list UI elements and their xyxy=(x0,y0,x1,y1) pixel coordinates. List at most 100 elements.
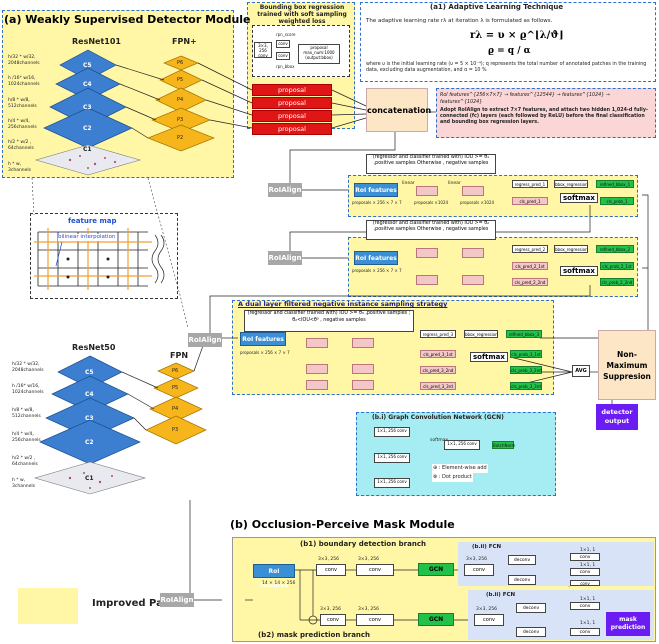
stage3-cls3: cls_pred_3_3rd xyxy=(420,382,456,390)
dual-layer-title: A dual layer filtered negative instance … xyxy=(238,300,448,308)
fcn1-deconv1: deconv xyxy=(508,555,536,565)
stage2-prob2: cls_prob_2_2nd xyxy=(600,278,634,286)
rpn-score: rpn_score xyxy=(276,32,296,37)
stage3-header: (regressor and classifier trained with) … xyxy=(244,310,414,332)
mask-prediction: mask prediction xyxy=(606,612,650,636)
c4-label: C4 xyxy=(83,81,92,88)
feature-map-label: feature map xyxy=(68,217,117,225)
gcn-legend2: ⊗ : Dot product xyxy=(432,473,473,482)
stage1-refined: refined_bbox_1 xyxy=(596,180,634,188)
mask-size: 14 × 14 × 256 xyxy=(262,581,296,586)
stage2-fc1 xyxy=(416,248,438,258)
fcn2-conv11-a: conv xyxy=(570,602,600,610)
adaptive-formula2: ϱ = q / α xyxy=(488,46,531,56)
proposal-4: proposal xyxy=(252,123,332,135)
fcn2-conv-label: 3×3, 256 xyxy=(476,607,497,612)
stage1-prop: proposals × 256 × 7 × 7 xyxy=(352,200,402,205)
stage2-cls1: cls_pred_2_1st xyxy=(512,262,548,270)
fcn2-c11-b: 1×1, 1 xyxy=(580,621,596,626)
stage-b-desc-5: h * w, 3channels xyxy=(12,478,36,489)
rpn-conv3: conv xyxy=(276,52,290,60)
resnet50-label: ResNet50 xyxy=(72,343,116,352)
fcn1-conv-label: 3×3, 256 xyxy=(466,557,487,562)
gcn-title: (b.i) Graph Convolution Network (GCN) xyxy=(372,414,504,421)
stage-b-desc-4: h/2 * w/2 , 64channels xyxy=(12,456,38,467)
stage-b-desc-2: h/8 * w/8, 512channels xyxy=(12,408,41,419)
stage1-fc2 xyxy=(462,186,484,196)
p5-label: P5 xyxy=(177,77,184,83)
stage2-prop: proposals × 256 × 7 × 7 xyxy=(352,268,402,273)
mask-conv-label4: 3×3, 256 xyxy=(358,607,379,612)
nms-box: Non-Maximum Suppresion xyxy=(598,330,656,400)
feature-map-frame xyxy=(30,213,178,299)
c1-label: C1 xyxy=(83,146,92,153)
stage2-refined: refined_bbox_2 xyxy=(596,245,634,253)
roialign-4: RoIAlign xyxy=(160,593,194,607)
mask-gcn1: GCN xyxy=(418,563,454,576)
gcn-conv3: 1×1, 256 conv xyxy=(374,478,410,488)
concatenation-box: concatenation xyxy=(366,88,431,132)
fcn2-conv: conv xyxy=(474,614,504,626)
proposal-3: proposal xyxy=(252,110,332,122)
c3b-label: C3 xyxy=(85,415,94,422)
rpn-conv1: 3×3, 256 conv xyxy=(254,42,272,58)
stage3-refined: refined_bbox_3 xyxy=(506,330,542,338)
stage2-cls2: cls_pred_2_2nd xyxy=(512,278,548,286)
p3-label: P3 xyxy=(177,117,184,123)
c5-label: C5 xyxy=(83,62,92,69)
mask-conv-label2: 3×3, 256 xyxy=(358,557,379,562)
section-a-title: (a) Weakly Supervised Detector Module xyxy=(4,13,251,26)
b2-title: (b2) mask prediction branch xyxy=(258,631,371,639)
c2b-label: C2 xyxy=(85,439,94,446)
stage1-p1024b: proposals ×1024 xyxy=(460,200,495,205)
stage2-header: (regressor and classifier trained with) … xyxy=(366,220,496,240)
p4b-label: P4 xyxy=(172,406,179,412)
gcn-conv4: 1×1, 256 conv xyxy=(444,440,480,450)
stage1-softmax: softmax xyxy=(560,193,598,203)
stage-desc-4: h/2 * w/2 , 64channels xyxy=(8,140,34,151)
mask-conv4: conv xyxy=(356,614,394,626)
stage3-prob2: cls_prob_3_2nd xyxy=(510,366,542,374)
c3-label: C3 xyxy=(83,104,92,111)
p6-label: P6 xyxy=(177,60,184,66)
p5b-label: P5 xyxy=(172,385,179,391)
fcn1-deconv2: deconv xyxy=(508,575,536,585)
stage2-regress: regress_pred_2 xyxy=(512,245,548,253)
stage3-cls2: cls_pred_3_2nd xyxy=(420,366,456,374)
c4b-label: C4 xyxy=(85,391,94,398)
c1b-label: C1 xyxy=(85,475,94,482)
stage3-fc4 xyxy=(352,364,374,374)
stage2-softmax: softmax xyxy=(560,266,598,276)
resnet101-label: ResNet101 xyxy=(72,37,121,46)
mask-gcn2: GCN xyxy=(418,613,454,626)
bilinear-label: bilinear interpolation xyxy=(58,234,116,241)
stage3-fc1 xyxy=(306,338,328,348)
stage2-bbox-reg: bbox_regression xyxy=(554,245,588,253)
stage1-prob: cls_prob_1 xyxy=(600,197,634,205)
stage-desc-2: h/8 * w/8, 512channels xyxy=(8,98,37,109)
rpn-conv2: conv xyxy=(276,40,290,48)
fcn1-c11-b: 1×1, 1 xyxy=(580,563,596,568)
stage1-fc1 xyxy=(416,186,438,196)
gcn-conv1: 1×1, 256 conv xyxy=(374,427,410,437)
stage2-prob1: cls_prob_2_1st xyxy=(600,262,634,270)
stage1-linear1: linear xyxy=(402,181,415,186)
c5b-label: C5 xyxy=(85,369,94,376)
mask-roi: RoI features xyxy=(253,564,295,589)
stage-b-desc-1: h /16* w/16, 1024channels xyxy=(12,384,44,395)
fcn2-deconv1: deconv xyxy=(516,603,546,613)
avg-box: AVG xyxy=(572,365,590,377)
stage2-fc2 xyxy=(462,248,484,258)
proposal-1: proposal xyxy=(252,84,332,96)
stage3-prop: proposals × 256 × 7 × 7 xyxy=(240,350,290,355)
stage2-fc4 xyxy=(462,275,484,285)
adaptive-formula1: rλ = υ × ϱ^⌊λ/ϑ⌋ xyxy=(470,30,564,41)
rpn-proposal: proposal max_num:1000 (output:bbox) xyxy=(298,44,340,64)
stage-desc-3: h/4 * w/4, 256channels xyxy=(8,119,37,130)
stage1-cls: cls_pred_1 xyxy=(512,197,548,205)
stage1-roi: RoI features xyxy=(354,183,398,197)
p4-label: P4 xyxy=(177,97,184,103)
stage3-fc6 xyxy=(352,380,374,390)
region-a-improved xyxy=(2,10,234,178)
fcn2-conv11-b: conv xyxy=(570,628,600,636)
